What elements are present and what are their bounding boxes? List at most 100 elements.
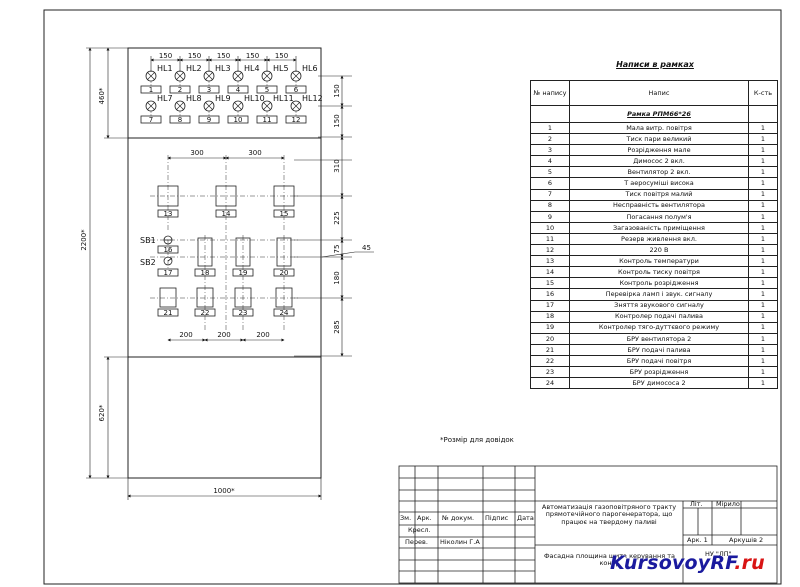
right-dimensions <box>294 75 374 357</box>
left-dimensions <box>86 47 128 479</box>
row-number: 14 <box>530 266 570 279</box>
row-qty: 1 <box>748 199 778 212</box>
row-text: Несправність вентилятора <box>569 199 749 212</box>
bottom-dimension <box>127 478 322 500</box>
lamp-frame-label: 5 <box>265 86 269 94</box>
lamp-hl12: HL12 12 <box>285 94 323 124</box>
row-text: Т аеросуміші висока <box>569 177 749 190</box>
row-number: 9 <box>530 210 570 223</box>
lamp-label: HL5 <box>273 64 289 73</box>
watermark: KursovoyRF.ru <box>610 552 765 574</box>
row-text: БРУ подачі палива <box>569 343 749 356</box>
row-number: 21 <box>530 343 570 356</box>
lamp-label: HL12 <box>302 94 323 103</box>
row-number: 3 <box>530 144 570 157</box>
reference-note: *Розмір для довідок <box>440 436 514 444</box>
row-text: БРУ розрідження <box>569 366 749 379</box>
row-number: 11 <box>530 232 570 246</box>
dim-frame-pitch-1: 300 <box>190 149 203 157</box>
lamp-frame-label: 1 <box>149 86 153 94</box>
row-qty: 1 <box>748 244 778 257</box>
row-number: 7 <box>530 188 570 201</box>
lamp-frame-label: 11 <box>263 116 272 124</box>
tb-sheets-label: Аркушів 2 <box>729 536 764 544</box>
row-number: 17 <box>530 299 570 312</box>
dim-top-section: 460* <box>98 87 106 104</box>
tb-mass-label: Мірило <box>716 500 740 508</box>
row-qty: 1 <box>748 121 778 135</box>
row-qty: 1 <box>748 232 778 246</box>
device-label-23: 23 <box>239 309 248 317</box>
dim-lamp-pitch: 150 <box>217 52 230 60</box>
row-qty: 1 <box>748 177 778 190</box>
row-qty: 1 <box>748 210 778 223</box>
lamp-frame-label: 4 <box>236 86 241 94</box>
header-number: № напису <box>530 80 570 106</box>
row-text: Димосос 2 вкл. <box>569 155 749 168</box>
center-lines <box>150 155 300 330</box>
row-qty: 1 <box>748 166 778 179</box>
lamp-label: HL1 <box>157 64 173 73</box>
row-text: Вентилятор 2 вкл. <box>569 166 749 179</box>
row-qty: 1 <box>748 277 778 290</box>
dim-right-mid-d: 180 <box>333 271 341 284</box>
row-qty: 1 <box>748 299 778 312</box>
row-number: 5 <box>530 166 570 179</box>
row-qty: 1 <box>748 144 778 157</box>
dim-button-offset: 45 <box>362 244 371 252</box>
lamp-frame-label: 12 <box>292 116 301 124</box>
row-text: Контроль температури <box>569 255 749 268</box>
device-label-18: 18 <box>201 269 210 277</box>
dim-lamp-pitch: 150 <box>159 52 172 60</box>
row-qty: 1 <box>748 332 778 345</box>
button-label-sb2: SB2 <box>140 258 156 267</box>
dim-right-top-a: 150 <box>333 84 341 97</box>
row-qty: 1 <box>748 155 778 168</box>
row-number: 19 <box>530 321 570 334</box>
device-pitch-dimensions <box>167 156 285 342</box>
row-number: 15 <box>530 277 570 290</box>
device-label-13: 13 <box>164 210 173 218</box>
row-number: 16 <box>530 288 570 301</box>
row-number: 6 <box>530 177 570 190</box>
dim-frame-pitch-4: 200 <box>217 331 230 339</box>
tb-col-sheet: Арк. <box>417 514 432 522</box>
lamp-label: HL11 <box>273 94 294 103</box>
tb-role-drawn: Кресл. <box>408 526 431 534</box>
device-label-22: 22 <box>201 309 210 317</box>
lamp-frame-label: 7 <box>149 116 153 124</box>
tb-role-checked: Перев. <box>405 538 428 546</box>
lamp-label: HL10 <box>244 94 265 103</box>
labels-table-title: Написи в рамках <box>616 60 694 69</box>
row-qty: 1 <box>748 310 778 323</box>
lamp-frame-label: 2 <box>178 86 182 94</box>
watermark-accent: .ru <box>734 552 765 574</box>
frame-name-row: Рамка РПМ66*26 <box>530 105 778 123</box>
lamp-hl5: HL5 5 <box>256 64 289 94</box>
tb-org: НУ "ЛП" <box>705 550 732 558</box>
dim-right-top-b: 150 <box>333 114 341 127</box>
row-qty: 1 <box>748 366 778 379</box>
tb-drawing-title: Фасадна площина щита керування та контр <box>543 552 676 568</box>
row-text: Перевірка ламп і звук. сигналу <box>569 288 749 301</box>
